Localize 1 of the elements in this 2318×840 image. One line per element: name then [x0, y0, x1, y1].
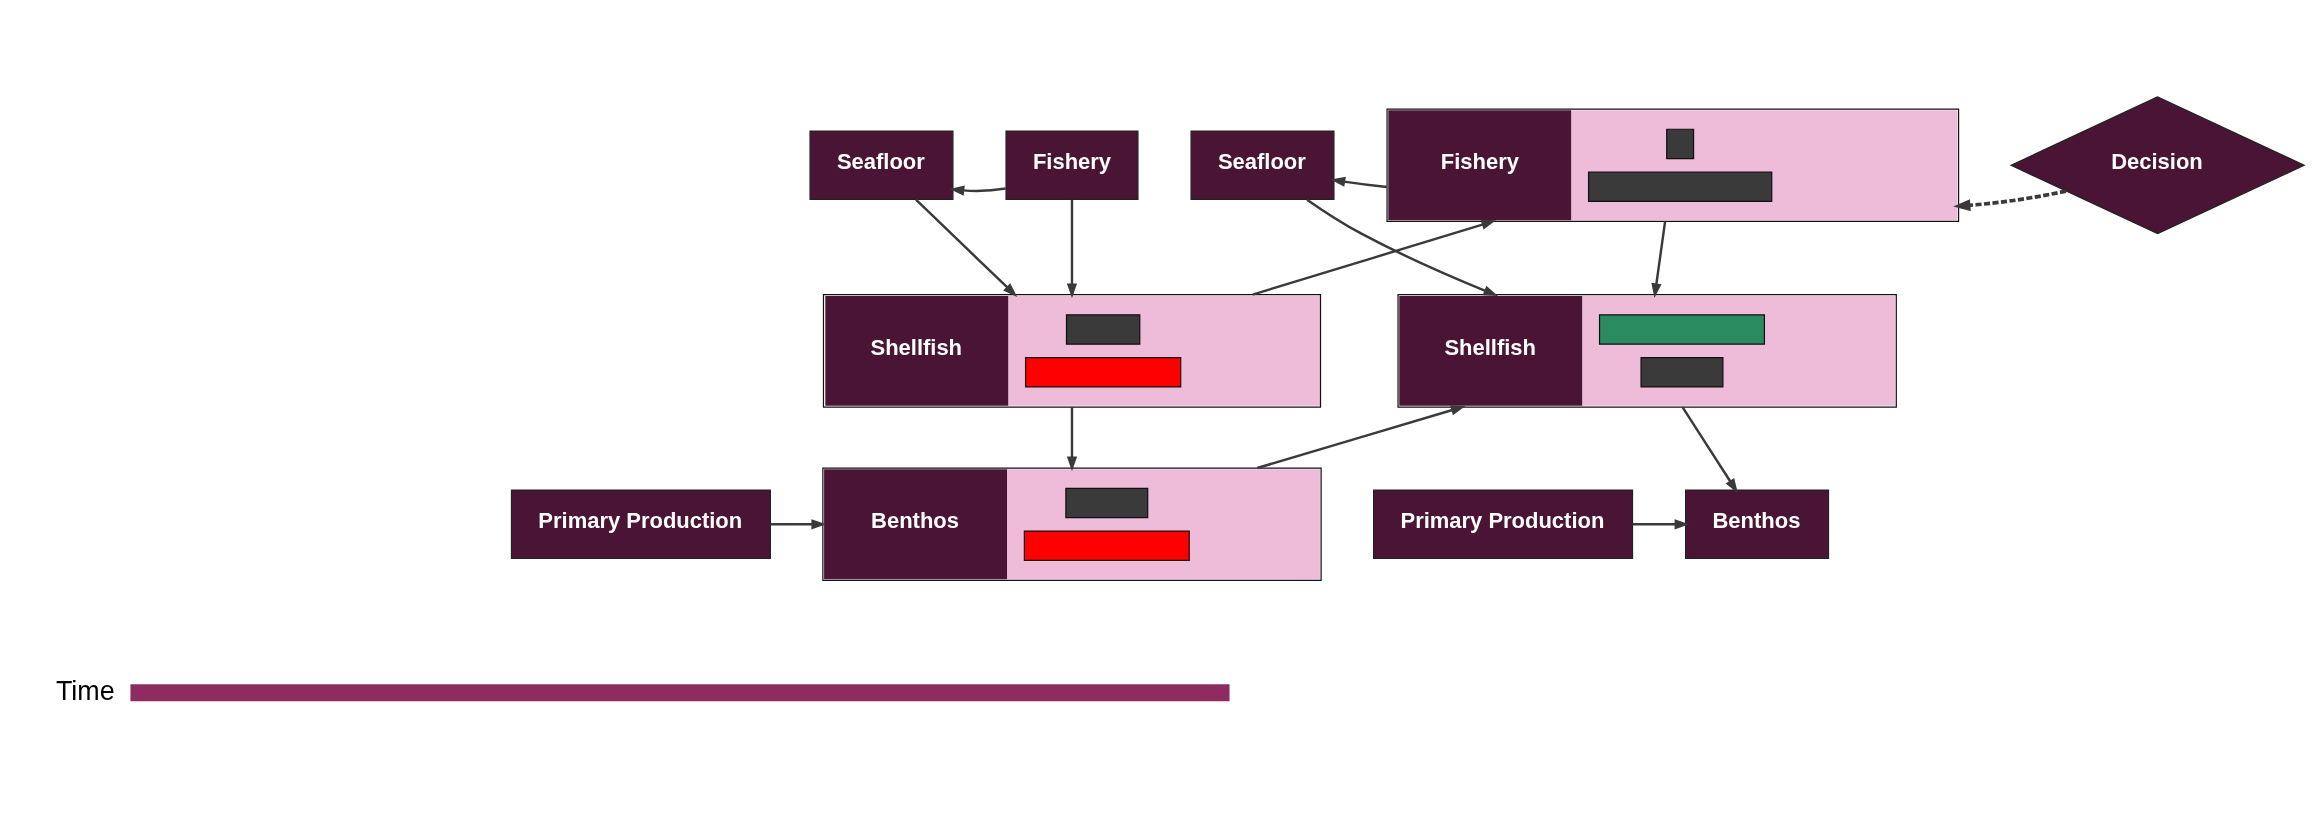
label: Time	[55, 675, 115, 706]
